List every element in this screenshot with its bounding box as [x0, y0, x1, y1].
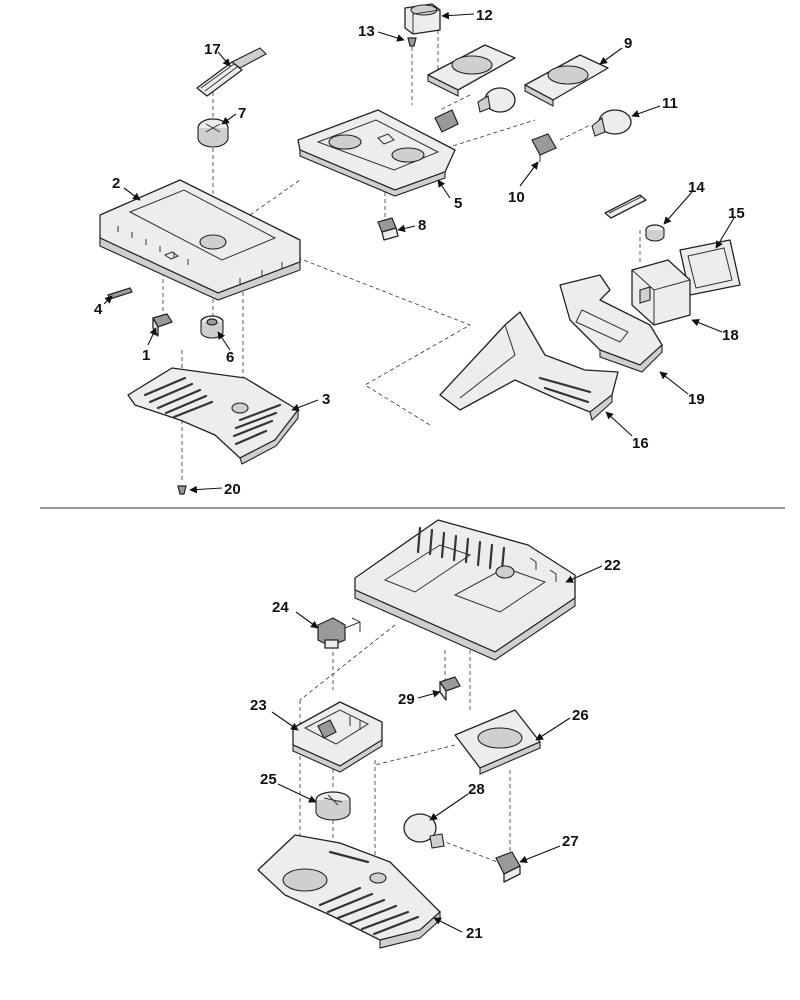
callout-23: 23	[250, 697, 267, 714]
part-18-control-module	[631, 259, 691, 326]
leader-lines-bottom	[271, 565, 603, 933]
callout-2: 2	[112, 175, 120, 192]
part-2-control-housing	[99, 179, 301, 301]
callout-12: 12	[476, 7, 493, 24]
part-21-grille-cover	[257, 834, 441, 949]
callout-4: 4	[94, 301, 103, 318]
callout-5: 5	[454, 195, 462, 212]
part-11-bulb	[591, 109, 632, 137]
callout-14: 14	[688, 179, 705, 196]
callout-15: 15	[728, 205, 745, 222]
part-3-grille-cover	[127, 367, 299, 465]
part-9-light-shield	[524, 54, 609, 107]
callout-26: 26	[572, 707, 589, 724]
part-14-knob	[604, 194, 665, 242]
part-17-louver-strip	[196, 47, 267, 97]
part-7-knob	[197, 118, 229, 148]
part-16-long-trim	[439, 311, 619, 422]
callout-28: 28	[468, 781, 485, 798]
callout-13: 13	[358, 23, 375, 40]
part-23-switch-bracket	[292, 701, 383, 773]
callout-21: 21	[466, 925, 483, 942]
part-8-socket	[377, 217, 399, 241]
callout-19: 19	[688, 391, 705, 408]
part-10-socket	[531, 133, 557, 162]
bulb-left	[477, 87, 516, 113]
part-4-clip	[107, 287, 133, 300]
callout-7: 7	[238, 105, 246, 122]
part-6-bushing	[200, 315, 224, 339]
part-20-screw	[177, 485, 187, 495]
part-1-switch	[152, 313, 173, 337]
part-5-mounting-bracket	[297, 109, 456, 197]
callout-8: 8	[418, 217, 426, 234]
light-shield-left	[427, 44, 516, 97]
part-24-switch-assembly	[317, 617, 361, 649]
callout-6: 6	[226, 349, 234, 366]
part-28-bulb	[403, 813, 445, 849]
part-12-motor	[404, 3, 441, 35]
callout-17: 17	[204, 41, 221, 58]
callout-25: 25	[260, 771, 277, 788]
callout-22: 22	[604, 557, 621, 574]
callout-29: 29	[398, 691, 415, 708]
callout-24: 24	[272, 599, 289, 616]
leader-lines-top	[103, 11, 735, 494]
part-26-light-shield	[454, 709, 541, 775]
callout-16: 16	[632, 435, 649, 452]
callout-10: 10	[508, 189, 525, 206]
part-27-socket	[495, 851, 521, 883]
callout-18: 18	[722, 327, 739, 344]
part-19-dispenser-housing	[559, 274, 663, 373]
socket-left	[434, 109, 459, 133]
callout-20: 20	[224, 481, 241, 498]
callout-27: 27	[562, 833, 579, 850]
part-13-screw	[407, 37, 417, 47]
callout-9: 9	[624, 35, 632, 52]
callout-1: 1	[142, 347, 150, 364]
part-29-switch	[439, 676, 461, 701]
callout-labels: 1 2 3 4 5 6 7 8 9 10 11 12 13 14 15 16 1…	[94, 7, 745, 942]
callout-3: 3	[322, 391, 330, 408]
callout-11: 11	[662, 95, 678, 112]
part-25-knob	[315, 791, 351, 821]
part-22-top-housing	[354, 519, 576, 661]
